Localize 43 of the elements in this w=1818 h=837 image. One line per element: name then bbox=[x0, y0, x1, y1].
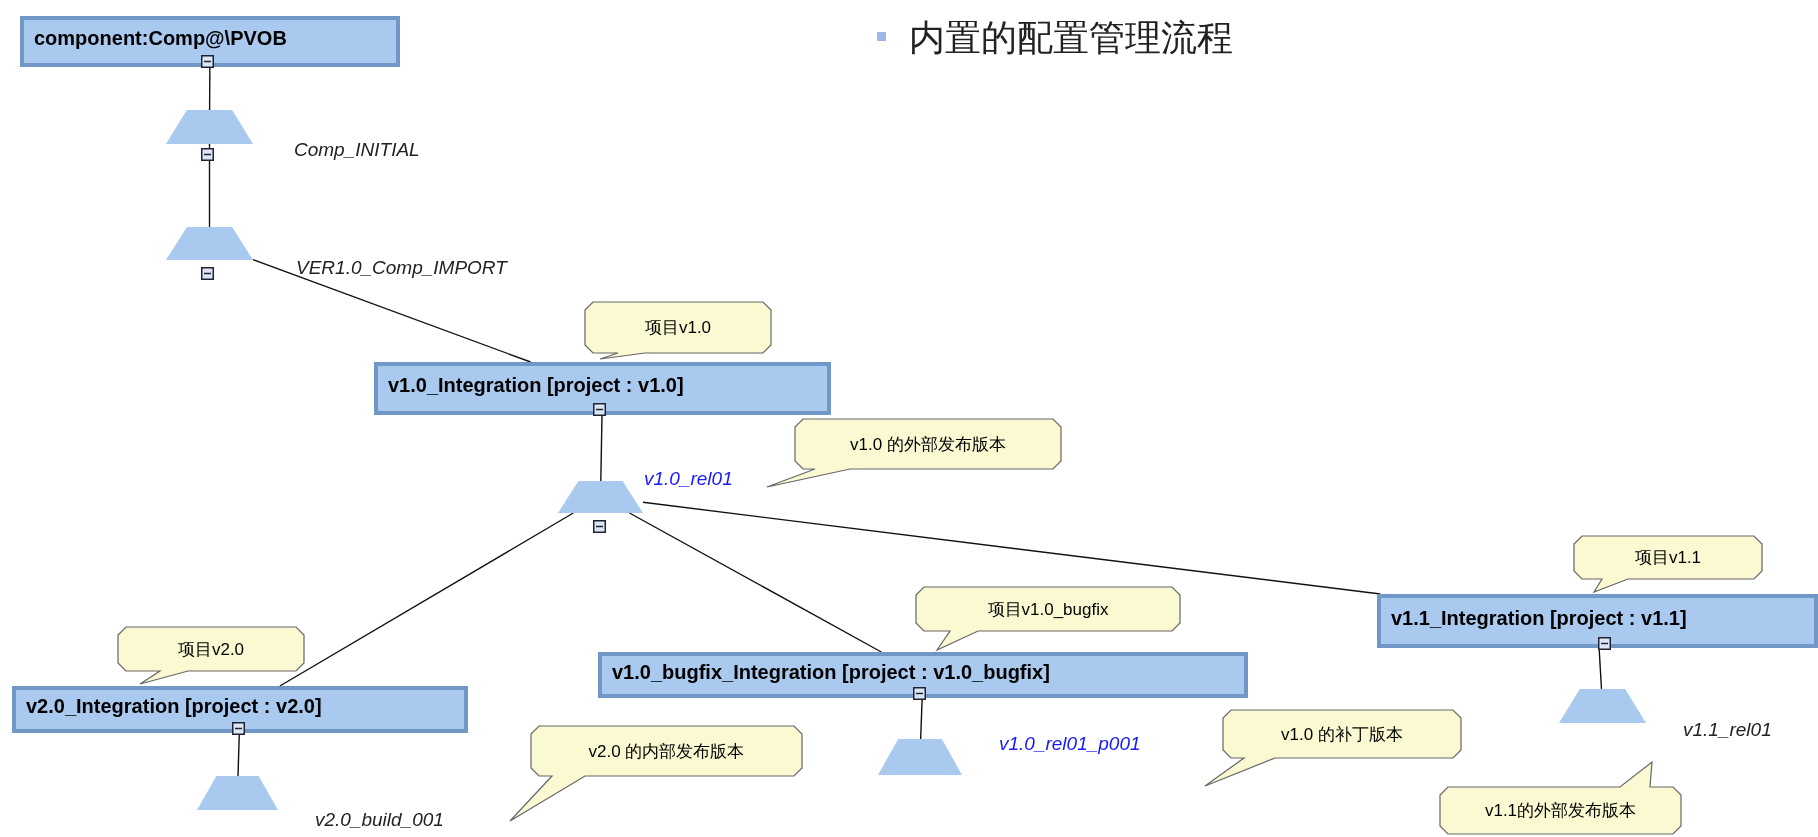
callout-bubble bbox=[767, 419, 1061, 487]
baseline-trapezoid bbox=[558, 481, 643, 513]
callout-text: 项目v1.0_bugfix bbox=[986, 598, 1110, 621]
project-box: component:Comp@\PVOB bbox=[20, 16, 400, 67]
connector-line bbox=[1598, 647, 1603, 690]
callout-bubble bbox=[118, 627, 304, 684]
callout-text: 项目v2.0 bbox=[176, 638, 246, 661]
callout-text: 项目v1.0 bbox=[643, 317, 713, 339]
callout-bubble bbox=[1205, 710, 1461, 786]
baseline-label: v1.1_rel01 bbox=[1683, 719, 1772, 741]
callout-bubble bbox=[510, 726, 802, 821]
callout-bubble bbox=[585, 302, 771, 359]
connector-line bbox=[919, 697, 923, 740]
connector-line bbox=[642, 501, 1382, 595]
callout-text: v1.0 的补丁版本 bbox=[1280, 723, 1404, 746]
callout-bubble bbox=[1440, 762, 1681, 834]
callout-text: v1.0 的外部发布版本 bbox=[849, 433, 1007, 456]
project-box: v1.1_Integration [project : v1.1] bbox=[1377, 594, 1818, 648]
bullet-text: 内置的配置管理流程 bbox=[909, 16, 1233, 60]
baseline-label: VER1.0_Comp_IMPORT bbox=[296, 257, 507, 279]
baseline-trapezoid bbox=[166, 227, 253, 260]
baseline-label: v1.0_rel01_p001 bbox=[999, 733, 1141, 755]
baseline-trapezoid bbox=[166, 110, 253, 144]
project-box: v2.0_Integration [project : v2.0] bbox=[12, 686, 468, 733]
callout-bubble bbox=[916, 587, 1180, 650]
connector-line bbox=[628, 512, 883, 653]
connector-line bbox=[237, 732, 240, 777]
callout-text: 项目v1.1 bbox=[1633, 547, 1703, 569]
baseline-label: v2.0_build_001 bbox=[315, 809, 444, 831]
baseline-trapezoid bbox=[878, 739, 962, 775]
connector-line bbox=[600, 414, 603, 482]
connector-line bbox=[208, 143, 211, 228]
baseline-trapezoid bbox=[197, 776, 278, 810]
connector-line bbox=[252, 258, 532, 363]
connector-line bbox=[208, 66, 211, 111]
baseline-trapezoid bbox=[1559, 689, 1646, 723]
callout-text: v2.0 的内部发布版本 bbox=[587, 740, 746, 763]
callout-bubble bbox=[1574, 536, 1762, 592]
project-box: v1.0_Integration [project : v1.0] bbox=[374, 362, 831, 415]
callout-text: v1.1的外部发布版本 bbox=[1483, 800, 1638, 822]
project-box: v1.0_bugfix_Integration [project : v1.0_bugfix] bbox=[598, 652, 1248, 698]
baseline-label: Comp_INITIAL bbox=[294, 139, 420, 161]
baseline-label: v1.0_rel01 bbox=[644, 468, 733, 490]
